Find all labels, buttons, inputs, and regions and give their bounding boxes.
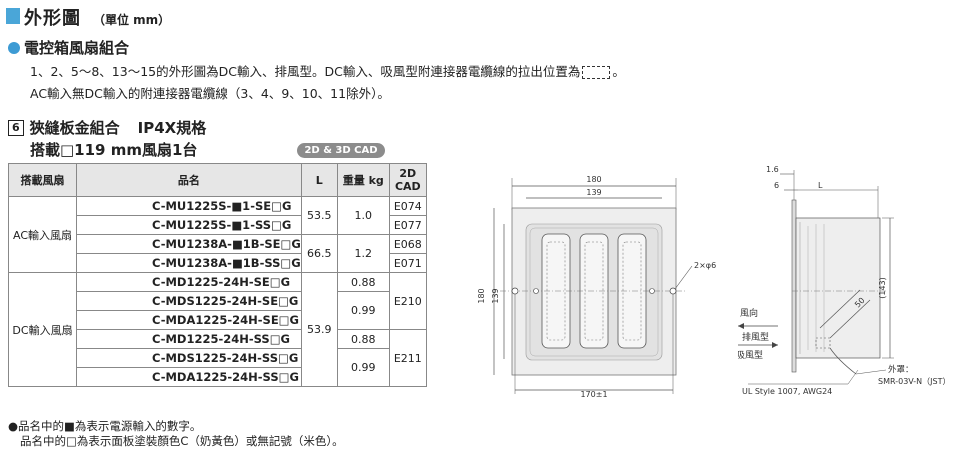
model-cell: C-MDS1225-24H-SE□G bbox=[76, 291, 302, 311]
side-dim-6: 6 bbox=[774, 181, 779, 190]
dim-180: 180 bbox=[586, 175, 601, 184]
wind-label: 風向 bbox=[740, 307, 758, 319]
hole-left-icon bbox=[511, 287, 519, 295]
weight-cell: 0.99 bbox=[336, 348, 390, 387]
cable-label: UL Style 1007, AWG24 bbox=[742, 387, 832, 396]
unit-label: （單位 mm） bbox=[93, 13, 171, 27]
product-number: 6 bbox=[8, 119, 24, 136]
model-cell: C-MU1225S-■1-SE□G bbox=[76, 196, 302, 216]
note-line-2: AC輸入無DC輸入的附連接器電纜線（3、4、9、10、11除外）。 bbox=[30, 86, 390, 101]
model-cell: C-MU1238A-■1B-SS□G bbox=[76, 253, 302, 273]
model-cell: C-MDA1225-24H-SS□G bbox=[76, 367, 302, 387]
table-header-row: 搭載風扇 品名 L 重量 kg 2D CAD bbox=[8, 163, 427, 197]
group-dc: DC輸入風扇 bbox=[8, 272, 77, 387]
weight-cell: 0.88 bbox=[336, 272, 390, 292]
note-line-1-end: 。 bbox=[612, 64, 625, 79]
header-weight: 重量 kg bbox=[336, 163, 390, 197]
side-view-drawing: 1.6 6 L (143) 50 風向 排風型 吸風型 UL Style 100… bbox=[738, 165, 950, 396]
table-row: C-MU1238A-■1B-SS□G E071 bbox=[9, 253, 427, 273]
model-cell: C-MD1225-24H-SS□G bbox=[76, 329, 302, 349]
vert-139: 139 bbox=[491, 288, 500, 303]
table-row: C-MDA1225-24H-SS□G bbox=[9, 367, 427, 387]
product-name: 狹縫板金組合 bbox=[29, 119, 120, 137]
intake-arrow-icon bbox=[772, 342, 778, 348]
page-header: 外形圖 （單位 mm） bbox=[6, 4, 170, 30]
side-panel bbox=[791, 199, 797, 373]
footnote-2: 品名中的□為表示面板塗裝顏色C（奶黃色）或無記號（米色）。 bbox=[20, 434, 344, 448]
header-model: 品名 bbox=[76, 163, 302, 197]
spec-table: 搭載風扇 品名 L 重量 kg 2D CAD AC輸入風扇 C-MU1225S-… bbox=[8, 163, 427, 387]
dim-139: 139 bbox=[586, 188, 601, 197]
side-dim-143: (143) bbox=[878, 277, 887, 299]
title-square-icon bbox=[6, 8, 20, 24]
cad-link[interactable]: E077 bbox=[388, 215, 427, 235]
fan-body bbox=[795, 217, 881, 359]
section-label: 電控箱風扇組合 bbox=[24, 39, 130, 57]
weight-cell: 0.99 bbox=[336, 291, 390, 330]
weight-cell: 1.0 bbox=[336, 196, 390, 235]
housing-label: 外罩： bbox=[888, 364, 914, 375]
product-mount: 搭載□119 mm風扇1台 bbox=[30, 141, 198, 159]
header-l: L bbox=[300, 163, 338, 197]
intake-label: 吸風型 bbox=[738, 350, 763, 361]
front-view-drawing: 180 139 180 139 2×φ6 170±1 bbox=[477, 175, 716, 399]
product-ip: IP4X規格 bbox=[137, 119, 207, 137]
l-cell: 53.9 bbox=[300, 272, 338, 387]
cad-badge[interactable]: 2D & 3D CAD bbox=[297, 143, 385, 158]
cad-link[interactable]: E071 bbox=[388, 253, 427, 273]
note-line-1: 1、2、5～8、13～15的外形圖為DC輸入、排風型。DC輸入、吸風型附連接器電… bbox=[30, 61, 625, 80]
side-dim-16: 1.6 bbox=[766, 165, 779, 174]
table-row: C-MDA1225-24H-SE□G bbox=[9, 310, 427, 330]
l-cell: 53.5 bbox=[300, 196, 338, 235]
model-cell: C-MD1225-24H-SE□G bbox=[76, 272, 302, 292]
footnote-1: ●品名中的■為表示電源輸入的數字。 bbox=[8, 419, 202, 433]
weight-cell: 0.88 bbox=[336, 329, 390, 349]
bullet-dot-icon bbox=[8, 41, 20, 54]
section-heading: 電控箱風扇組合 bbox=[8, 37, 129, 58]
product-title: 6 狹縫板金組合 IP4X規格 bbox=[8, 117, 206, 138]
model-cell: C-MDS1225-24H-SS□G bbox=[76, 348, 302, 368]
page-title: 外形圖 bbox=[24, 8, 81, 29]
table-row: C-MU1225S-■1-SS□G E077 bbox=[9, 215, 427, 235]
table-row: C-MDS1225-24H-SS□G 0.99 bbox=[9, 348, 427, 387]
cad-link[interactable]: E074 bbox=[388, 196, 427, 216]
dim-hole: 2×φ6 bbox=[694, 261, 716, 270]
group-ac: AC輸入風扇 bbox=[8, 196, 77, 273]
vert-180: 180 bbox=[477, 288, 486, 303]
header-fan: 搭載風扇 bbox=[8, 163, 77, 197]
model-cell: C-MDA1225-24H-SE□G bbox=[76, 310, 302, 330]
weight-cell: 1.2 bbox=[336, 234, 390, 273]
exhaust-arrow-icon bbox=[738, 323, 744, 329]
cad-link[interactable]: E068 bbox=[388, 234, 427, 254]
note-line-1-text: 1、2、5～8、13～15的外形圖為DC輸入、排風型。DC輸入、吸風型附連接器電… bbox=[30, 64, 581, 79]
table-row: AC輸入風扇 C-MU1225S-■1-SE□G 53.5 1.0 E074 bbox=[8, 196, 427, 273]
table-row: DC輸入風扇 C-MD1225-24H-SE□G 53.9 0.88 E210 bbox=[8, 272, 427, 387]
l-cell: 66.5 bbox=[300, 234, 338, 273]
header-cad: 2D CAD bbox=[388, 163, 427, 197]
cad-link[interactable]: E210 bbox=[388, 272, 427, 330]
model-cell: C-MU1238A-■1B-SE□G bbox=[76, 234, 302, 254]
cad-link[interactable]: E211 bbox=[388, 329, 427, 387]
side-dim-L: L bbox=[818, 181, 823, 190]
dashed-box-icon bbox=[582, 66, 611, 79]
dim-170: 170±1 bbox=[580, 390, 607, 399]
connector-label: SMR-03V-N（JST） bbox=[878, 377, 950, 386]
exhaust-label: 排風型 bbox=[742, 331, 769, 343]
model-cell: C-MU1225S-■1-SS□G bbox=[76, 215, 302, 235]
